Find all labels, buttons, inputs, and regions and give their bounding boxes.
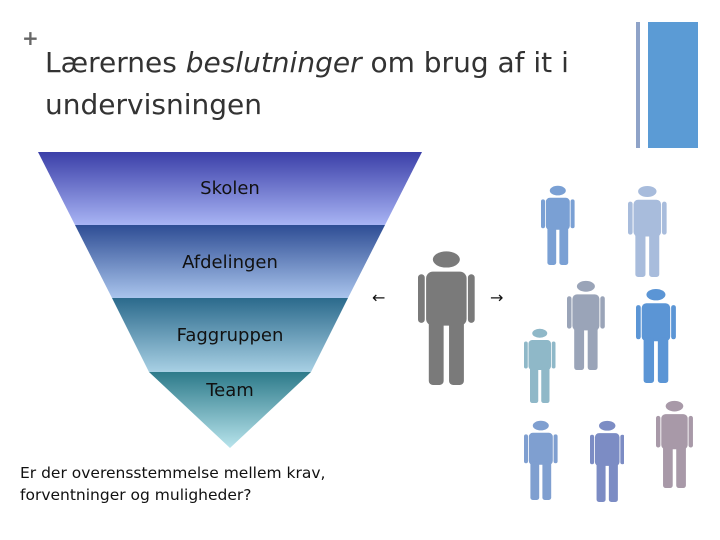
accent-bar-thin — [636, 22, 640, 148]
title-emphasis: beslutninger — [185, 46, 362, 79]
person-icon — [567, 280, 605, 370]
funnel-label-afdelingen: Afdelingen — [182, 252, 278, 273]
person-icon — [590, 420, 625, 502]
arrow-right-icon: → — [490, 288, 504, 307]
slide-title: Lærernes beslutninger om brug af it i un… — [45, 42, 635, 126]
person-icon — [524, 328, 556, 403]
plus-icon: + — [22, 26, 39, 50]
funnel-label-faggruppen: Faggruppen — [176, 325, 284, 346]
person-icon — [541, 185, 575, 265]
arrow-left-icon: ← — [372, 288, 386, 307]
funnel-label-team: Team — [206, 380, 254, 401]
person-icon — [524, 420, 558, 500]
person-icon — [628, 185, 667, 277]
funnel-level-skolen — [38, 152, 422, 225]
person-icon — [656, 400, 693, 488]
funnel-level-team — [149, 372, 311, 448]
funnel-level-afdelingen — [75, 225, 385, 298]
person-center-icon — [418, 251, 475, 385]
person-icon — [636, 288, 676, 383]
question-text: Er der overensstemmelse mellem krav, for… — [20, 464, 326, 504]
title-pre: Lærernes — [45, 46, 186, 79]
title-post: om brug af it i undervisningen — [45, 46, 569, 121]
funnel-level-faggruppen — [112, 298, 348, 372]
accent-bar-thick — [648, 22, 698, 148]
funnel-label-skolen: Skolen — [200, 178, 260, 199]
